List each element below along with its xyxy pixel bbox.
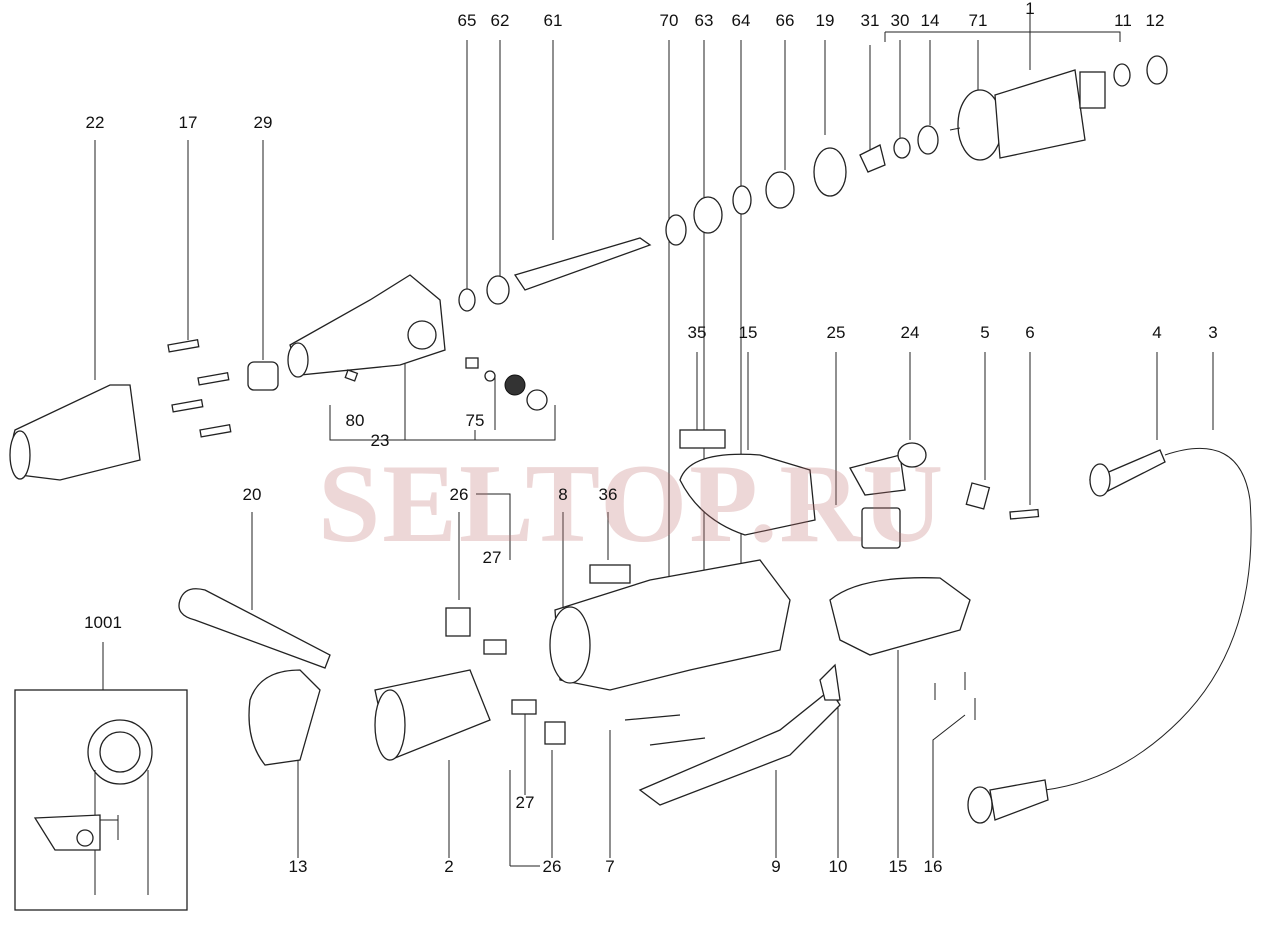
brush-27 xyxy=(483,639,507,655)
part-label-27: 27 xyxy=(482,548,502,567)
part-12 xyxy=(1146,55,1168,85)
leader-lines xyxy=(94,12,1214,867)
wiring-diagram-1001 xyxy=(14,689,188,911)
motor-housing-8 xyxy=(549,559,791,691)
brush-holder-26 xyxy=(445,607,471,637)
part-label-66: 66 xyxy=(775,11,795,30)
part-label-12: 12 xyxy=(1145,11,1165,30)
bearing-63 xyxy=(693,196,723,234)
screw-6 xyxy=(1009,508,1040,520)
part-label-63: 63 xyxy=(694,11,714,30)
leads-7 xyxy=(624,714,706,746)
gear-head-23 xyxy=(287,274,446,378)
part-label-23: 23 xyxy=(370,431,390,450)
screws-16 xyxy=(934,672,976,720)
bearing-62 xyxy=(486,275,510,305)
ring-11 xyxy=(1113,63,1131,87)
brush-holder-26b xyxy=(544,721,566,745)
power-cord-3-4 xyxy=(967,447,1252,824)
part-label-65: 65 xyxy=(457,11,477,30)
part-label-14: 14 xyxy=(920,11,940,30)
part-label-62: 62 xyxy=(490,11,510,30)
part-label-16: 16 xyxy=(923,857,943,876)
parts-75 xyxy=(465,357,548,411)
part-label-1: 1 xyxy=(1025,0,1035,18)
part-label-1001: 1001 xyxy=(84,613,122,632)
collet-nut-29 xyxy=(247,361,279,391)
bearing-holder-19 xyxy=(813,147,847,197)
part-label-71: 71 xyxy=(968,11,988,30)
part-label-7: 7 xyxy=(605,857,615,876)
part-label-80: 80 xyxy=(345,411,365,430)
part-label-9: 9 xyxy=(771,857,781,876)
bearing-14 xyxy=(917,125,939,155)
armature-71 xyxy=(949,69,1106,161)
part-label-24: 24 xyxy=(900,323,920,342)
part-label-29: 29 xyxy=(253,113,273,132)
part-label-20: 20 xyxy=(242,485,262,504)
part-31 xyxy=(859,144,886,173)
label-35 xyxy=(679,429,726,449)
housing-15 xyxy=(829,577,971,656)
part-label-5: 5 xyxy=(980,323,990,342)
ring-70 xyxy=(665,214,687,246)
part-label-35: 35 xyxy=(687,323,707,342)
part-label-27: 27 xyxy=(515,793,535,812)
stator-2 xyxy=(374,669,491,761)
part-label-15: 15 xyxy=(738,323,758,342)
watermark: SELTOP.RU xyxy=(318,442,946,566)
part-label-75: 75 xyxy=(465,411,485,430)
part-label-10: 10 xyxy=(828,857,848,876)
part-label-30: 30 xyxy=(890,11,910,30)
part-label-2: 2 xyxy=(444,857,454,876)
part-5 xyxy=(965,482,991,510)
screws-17 xyxy=(167,339,232,438)
spindle-61 xyxy=(513,237,652,291)
pin-80 xyxy=(344,369,359,382)
part-label-8: 8 xyxy=(558,485,568,504)
part-label-13: 13 xyxy=(288,857,308,876)
part-label-19: 19 xyxy=(815,11,835,30)
part-label-3: 3 xyxy=(1208,323,1218,342)
part-label-61: 61 xyxy=(543,11,563,30)
part-30 xyxy=(893,137,911,159)
part-label-11: 11 xyxy=(1114,11,1132,30)
brush-27b xyxy=(511,699,537,715)
part-label-26: 26 xyxy=(542,857,562,876)
part-10 xyxy=(819,663,841,701)
label-36 xyxy=(589,564,631,584)
part-label-6: 6 xyxy=(1025,323,1035,342)
part-label-70: 70 xyxy=(659,11,679,30)
part-label-15: 15 xyxy=(888,857,908,876)
switch-24 xyxy=(849,442,927,496)
part-label-26: 26 xyxy=(449,485,469,504)
handle-9 xyxy=(638,689,841,806)
part-label-36: 36 xyxy=(598,485,618,504)
wrench-20 xyxy=(178,588,331,669)
ring-65 xyxy=(458,288,476,312)
part-label-22: 22 xyxy=(85,113,105,132)
part-66 xyxy=(765,171,795,209)
part-label-4: 4 xyxy=(1152,323,1162,342)
part-label-17: 17 xyxy=(178,113,198,132)
fan-baffle-13 xyxy=(248,669,321,766)
ring-64 xyxy=(732,185,752,215)
part-label-64: 64 xyxy=(731,11,751,30)
switch-25 xyxy=(861,507,901,549)
cover-15 xyxy=(679,453,816,536)
part-label-25: 25 xyxy=(826,323,846,342)
nose-cap-22 xyxy=(9,384,141,481)
part-label-31: 31 xyxy=(860,11,880,30)
